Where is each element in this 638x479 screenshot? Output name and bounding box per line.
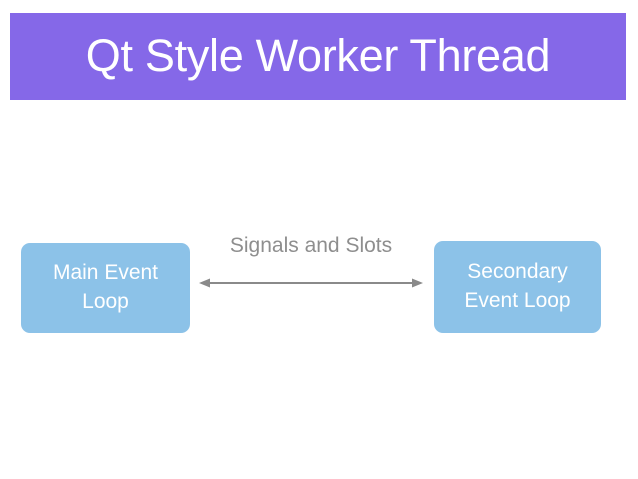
page-title: Qt Style Worker Thread [85,29,551,81]
diagram-node-main-event-loop[interactable]: Main Event Loop [21,243,190,333]
arrow-head-right [412,278,423,288]
node-label-line-1: Secondary [467,260,568,284]
diagram-node-secondary-event-loop[interactable]: Secondary Event Loop [434,241,601,333]
arrow-head-left [199,278,210,288]
node-label-line-2: Event Loop [464,289,571,312]
bidirectional-arrow-icon [199,278,423,288]
node-label-line-2: Loop [82,290,129,313]
node-label-line-1: Main Event [52,261,159,285]
connector-label: Signals and Slots [229,234,393,257]
title-banner: Qt Style Worker Thread [10,13,626,100]
